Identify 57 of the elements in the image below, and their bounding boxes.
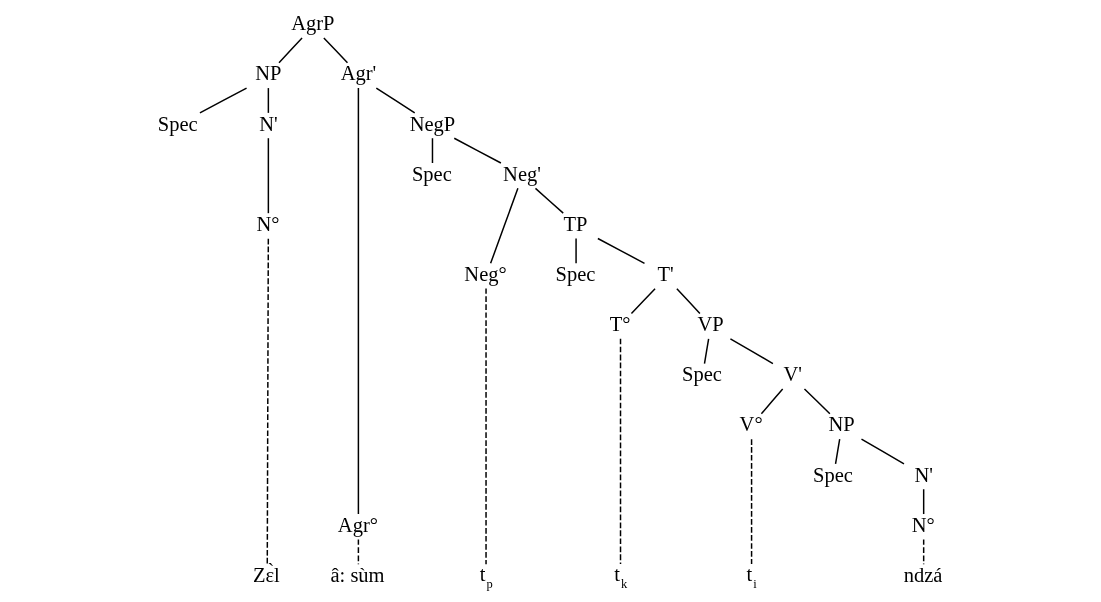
connector bbox=[574, 237, 577, 265]
connector bbox=[431, 137, 433, 164]
node-text: Neg' bbox=[502, 162, 541, 185]
connector bbox=[860, 438, 905, 465]
connector bbox=[484, 287, 487, 565]
connector bbox=[675, 287, 701, 315]
node-text: N' bbox=[914, 463, 933, 486]
connector bbox=[922, 538, 924, 565]
node-text: NegP bbox=[409, 112, 455, 135]
connector bbox=[267, 137, 269, 214]
node-text: TP bbox=[563, 212, 587, 235]
connector bbox=[266, 237, 269, 565]
connector bbox=[453, 137, 502, 164]
node-text: t$_{p}$ bbox=[479, 562, 493, 591]
connector bbox=[703, 338, 709, 365]
connector bbox=[760, 388, 783, 415]
node-text: Zɛ̀l bbox=[252, 563, 280, 586]
node-text: N' bbox=[258, 112, 278, 135]
connector bbox=[198, 87, 247, 114]
connector bbox=[596, 237, 645, 265]
node-text: NP bbox=[828, 413, 855, 436]
node-text: N° bbox=[911, 513, 935, 536]
connector bbox=[534, 187, 564, 214]
connector bbox=[803, 388, 831, 415]
connector bbox=[267, 87, 269, 114]
node-text: V' bbox=[782, 363, 802, 386]
node-text: AgrP bbox=[290, 12, 334, 35]
connector bbox=[729, 338, 774, 365]
node-text: Spec bbox=[812, 463, 853, 486]
node-text: ndzá bbox=[903, 563, 942, 586]
connector bbox=[834, 438, 840, 465]
node-text: t$_{k}$ bbox=[613, 562, 627, 591]
node-text: Spec bbox=[411, 162, 452, 185]
node-text: T' bbox=[657, 262, 674, 285]
node-text: T° bbox=[609, 313, 630, 336]
node-text: Spec bbox=[555, 262, 595, 285]
node-text: Agr' bbox=[340, 62, 376, 85]
connector bbox=[375, 87, 415, 114]
connector bbox=[630, 287, 656, 315]
node-text: VP bbox=[696, 313, 724, 336]
node-text: Spec bbox=[157, 112, 198, 135]
node-text: V° bbox=[739, 413, 763, 436]
node-text: t$_{i}$ bbox=[745, 562, 757, 591]
node-text: NP bbox=[254, 62, 281, 85]
connector bbox=[619, 338, 621, 565]
connector bbox=[357, 87, 359, 515]
node-text: Spec bbox=[681, 363, 722, 386]
node-text: N° bbox=[255, 212, 279, 235]
connector bbox=[277, 37, 303, 64]
connector bbox=[322, 37, 348, 64]
connector bbox=[357, 538, 359, 565]
node-text: â: sùm bbox=[329, 563, 385, 586]
connector bbox=[750, 438, 752, 565]
connector bbox=[922, 488, 924, 515]
node-text: Neg° bbox=[463, 262, 507, 285]
connector bbox=[489, 187, 519, 265]
node-text: Agr° bbox=[337, 513, 378, 536]
